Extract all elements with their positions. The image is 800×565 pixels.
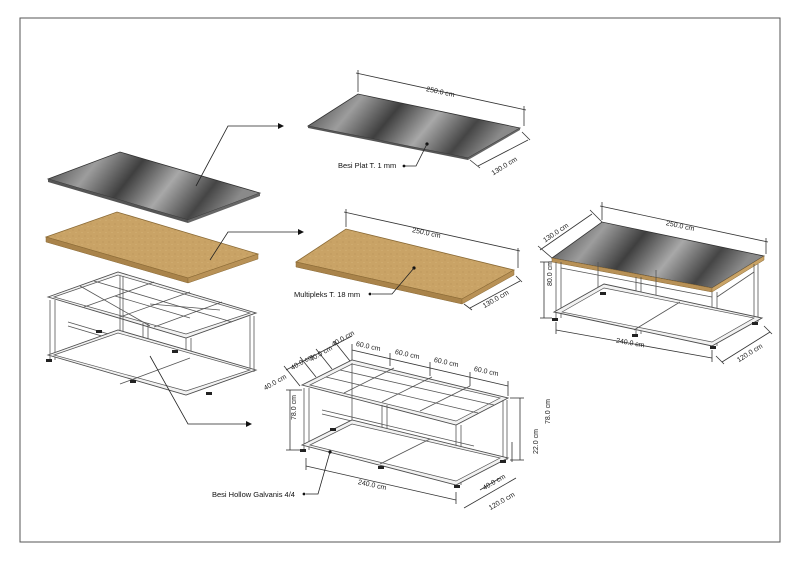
sheet-border <box>19 17 781 543</box>
plate-length-label: 250.0 cm <box>425 86 455 99</box>
frame-w3-label: 40.0 cm <box>309 345 334 364</box>
assembled-dims: 250.0 cm 130.0 cm 80.0 cm 240.0 cm 120.0… <box>537 202 773 365</box>
plate-callout: Besi Plat T. 1 mm <box>338 142 429 170</box>
frame-height-right-label: 78.0 cm <box>545 399 552 424</box>
plate-width-label: 130.0 cm <box>491 156 519 177</box>
plywood-callout: Multipleks T. 18 mm <box>294 266 416 299</box>
plate-note: Besi Plat T. 1 mm <box>338 161 396 170</box>
asm-top-length-label: 250.0 cm <box>665 220 695 233</box>
plywood-note: Multipleks T. 18 mm <box>294 290 360 299</box>
asm-top-width-label: 130.0 cm <box>542 222 570 244</box>
leader-plate <box>195 125 278 187</box>
asm-bottom-width-label: 120.0 cm <box>736 343 764 364</box>
leader-frame <box>149 355 246 425</box>
plywood-detail <box>294 228 516 305</box>
frame-shelf-height-label: 22.0 cm <box>533 429 540 454</box>
frame-dims-height: 78.0 cm 78.0 cm 22.0 cm <box>286 389 552 462</box>
frame-wid-bottom-label: 120.0 cm <box>488 491 517 512</box>
plate-detail <box>306 93 522 160</box>
frame-detail <box>300 359 510 488</box>
frame-w1-label: 40.0 cm <box>263 374 288 393</box>
frame-callout: Besi Hollow Galvanis 4/4 <box>212 450 332 499</box>
frame-l2-label: 60.0 cm <box>394 349 420 361</box>
exploded-frame <box>46 271 258 396</box>
exploded-plate <box>46 151 262 223</box>
frame-l4-label: 60.0 cm <box>473 366 499 378</box>
frame-length-bottom-label: 240.0 cm <box>357 479 387 492</box>
plywood-length-label: 250.0 cm <box>411 227 441 240</box>
frame-l1-label: 60.0 cm <box>355 341 381 353</box>
exploded-plywood <box>44 211 260 284</box>
asm-bottom-length-label: 240.0 cm <box>615 338 645 350</box>
frame-width-bottom-label: 40.0 cm <box>482 473 507 492</box>
asm-height-label: 80.0 cm <box>547 261 554 286</box>
frame-dims-length: 60.0 cm 60.0 cm 60.0 cm 60.0 cm <box>351 341 509 396</box>
leader-plywood <box>209 231 298 261</box>
frame-l3-label: 60.0 cm <box>433 357 459 369</box>
assembled-table <box>551 221 766 349</box>
frame-note: Besi Hollow Galvanis 4/4 <box>212 490 295 499</box>
frame-height-left-label: 78.0 cm <box>291 395 298 420</box>
